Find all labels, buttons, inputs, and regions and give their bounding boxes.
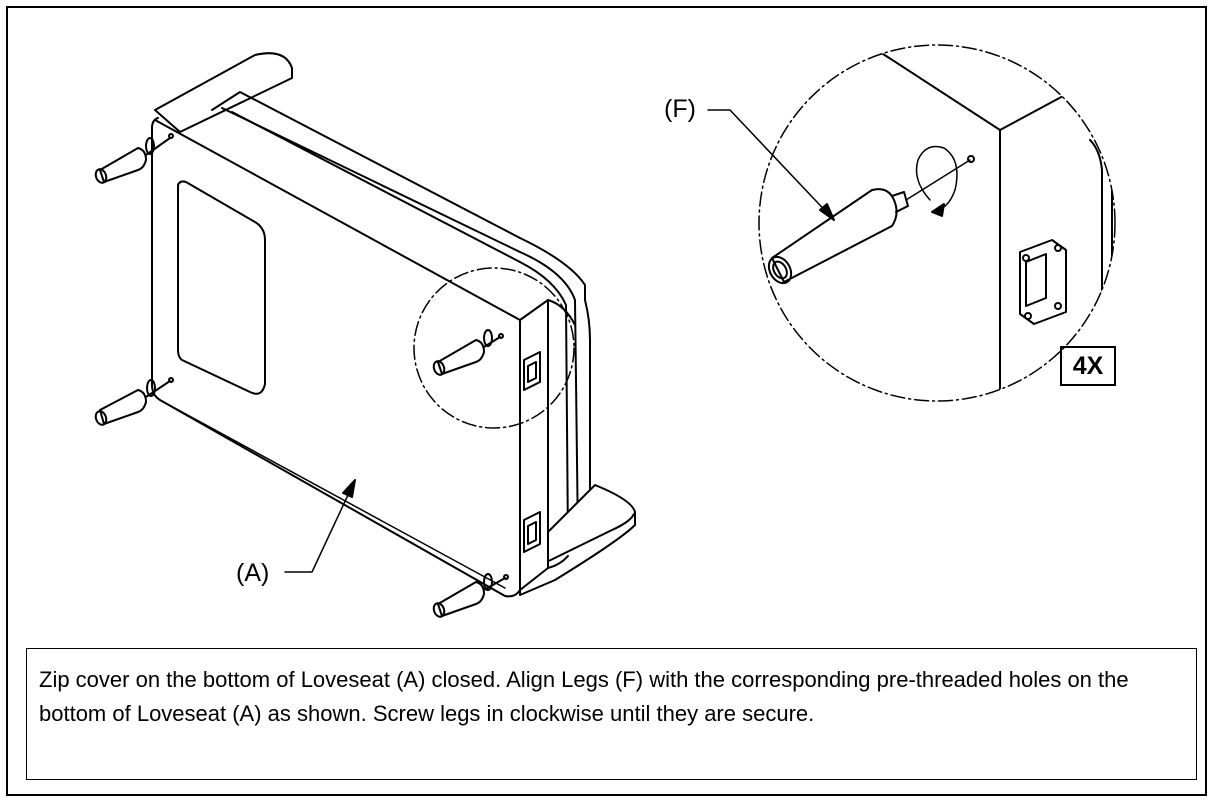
instruction-text: Zip cover on the bottom of Loveseat (A) …	[26, 648, 1197, 780]
label-loveseat-a: (A)	[236, 559, 270, 587]
loveseat	[151, 52, 636, 598]
label-legs-f: (F)	[664, 95, 696, 123]
leader-line-f	[707, 109, 835, 221]
detail-callout-circle	[413, 267, 575, 429]
quantity-badge: 4X	[1060, 346, 1116, 386]
mounting-plate	[523, 351, 541, 391]
leg	[432, 573, 509, 618]
mounting-plate	[1019, 239, 1067, 325]
leg	[767, 155, 975, 285]
leg	[94, 133, 174, 184]
mounting-plate	[523, 511, 541, 553]
leg	[94, 377, 174, 426]
rotation-arrow-icon	[915, 145, 958, 217]
detail-view	[758, 44, 1116, 402]
page-frame	[6, 6, 1207, 796]
leader-line-a	[284, 479, 356, 573]
leg	[432, 329, 504, 376]
